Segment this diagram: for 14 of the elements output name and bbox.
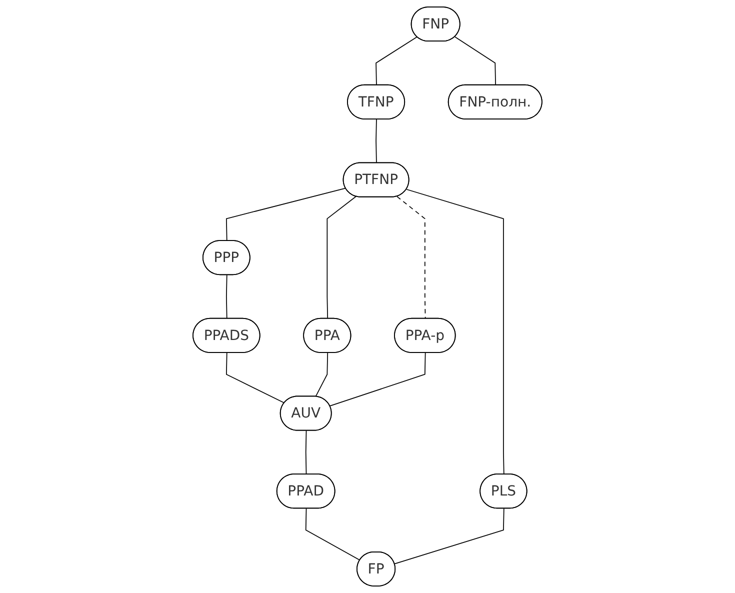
connector bbox=[326, 196, 356, 320]
connector bbox=[454, 36, 496, 86]
connector bbox=[226, 274, 228, 320]
connector bbox=[305, 508, 361, 561]
connector bbox=[315, 352, 328, 398]
connector bbox=[376, 36, 418, 86]
connector bbox=[330, 352, 426, 406]
connector bbox=[226, 188, 346, 242]
connector bbox=[406, 188, 504, 475]
connector bbox=[396, 196, 426, 320]
connector bbox=[394, 508, 504, 564]
connector bbox=[305, 430, 307, 475]
connector bbox=[226, 352, 285, 404]
connector bbox=[376, 118, 377, 164]
